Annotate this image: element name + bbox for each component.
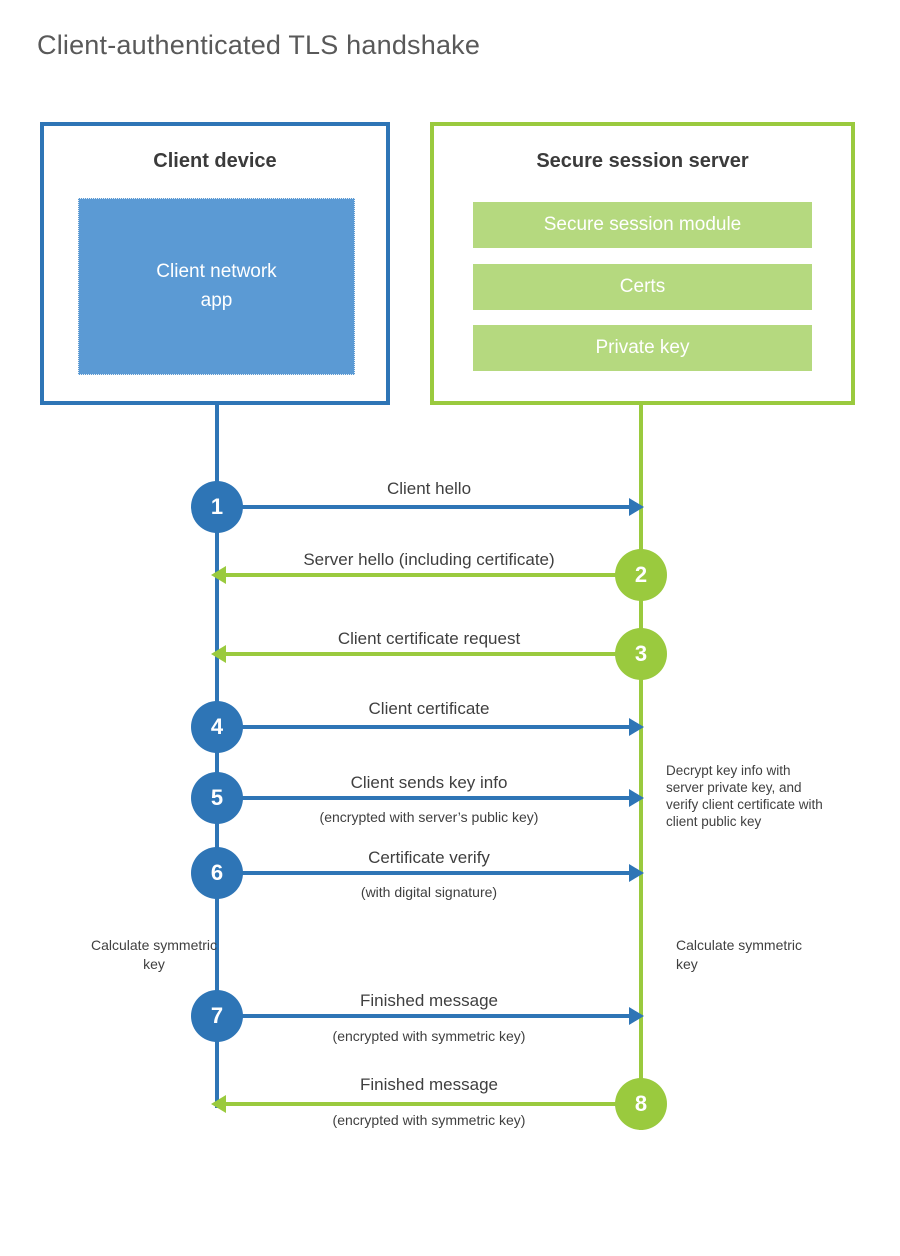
step-circle-8: 8 bbox=[615, 1078, 667, 1130]
step-circle-3: 3 bbox=[615, 628, 667, 680]
message-label-4: Client certificate bbox=[368, 699, 490, 718]
arrow-head-left-icon bbox=[211, 645, 226, 663]
arrow-head-right-icon bbox=[629, 864, 644, 882]
step-circle-1: 1 bbox=[191, 481, 243, 533]
server-title: Secure session server bbox=[536, 150, 749, 172]
server-module-secure-session: Secure session module bbox=[473, 202, 812, 248]
arrow-head-right-icon bbox=[629, 789, 644, 807]
message-sub-5: (encrypted with server’s public key) bbox=[319, 809, 539, 825]
server-module-label: Private key bbox=[595, 337, 690, 358]
message-arrow-6 bbox=[217, 871, 629, 875]
message-label-5: Client sends key info bbox=[350, 773, 508, 792]
arrow-head-right-icon bbox=[629, 1007, 644, 1025]
arrow-head-left-icon bbox=[211, 1095, 226, 1113]
message-label-8: Finished message bbox=[360, 1075, 498, 1094]
step-circle-2: 2 bbox=[615, 549, 667, 601]
message-label-1: Client hello bbox=[386, 479, 472, 498]
arrow-head-right-icon bbox=[629, 718, 644, 736]
arrow-head-left-icon bbox=[211, 566, 226, 584]
arrow-head-right-icon bbox=[629, 498, 644, 516]
message-arrow-5 bbox=[217, 796, 629, 800]
page-title: Client-authenticated TLS handshake bbox=[37, 30, 481, 60]
message-arrow-7 bbox=[217, 1014, 629, 1018]
message-arrow-1 bbox=[217, 505, 629, 509]
message-arrow-3 bbox=[226, 652, 641, 656]
message-sub-6: (with digital signature) bbox=[360, 884, 498, 900]
message-sub-8: (encrypted with symmetric key) bbox=[332, 1112, 526, 1128]
message-arrow-2 bbox=[226, 573, 641, 577]
step-circle-5: 5 bbox=[191, 772, 243, 824]
step-circle-7: 7 bbox=[191, 990, 243, 1042]
client-lifeline bbox=[215, 405, 219, 1108]
client-device-title: Client device bbox=[153, 150, 277, 172]
server-module-private-key: Private key bbox=[473, 325, 812, 371]
server-lifeline bbox=[639, 405, 643, 1130]
calculate-symmetric-key-server: Calculate symmetric key bbox=[676, 937, 803, 972]
decrypt-note: Decrypt key info with server private key… bbox=[666, 763, 823, 829]
message-label-6: Certificate verify bbox=[368, 848, 490, 867]
server-module-label: Certs bbox=[619, 276, 666, 297]
calculate-symmetric-key-client: Calculate symmetric key bbox=[90, 937, 218, 972]
message-label-3: Client certificate request bbox=[337, 629, 521, 648]
message-label-2: Server hello (including certificate) bbox=[303, 550, 555, 569]
server-module-certs: Certs bbox=[473, 264, 812, 310]
server-module-label: Secure session module bbox=[543, 214, 742, 235]
message-arrow-8 bbox=[226, 1102, 641, 1106]
message-sub-7: (encrypted with symmetric key) bbox=[332, 1028, 526, 1044]
message-arrow-4 bbox=[217, 725, 629, 729]
server-box: Secure session server Secure session mod… bbox=[430, 122, 855, 405]
step-circle-4: 4 bbox=[191, 701, 243, 753]
message-label-7: Finished message bbox=[360, 991, 498, 1010]
step-circle-6: 6 bbox=[191, 847, 243, 899]
client-device-box: Client device Client network app bbox=[40, 122, 390, 405]
client-network-app-label: Client network app bbox=[156, 261, 277, 311]
client-network-app-box: Client network app bbox=[78, 198, 355, 375]
